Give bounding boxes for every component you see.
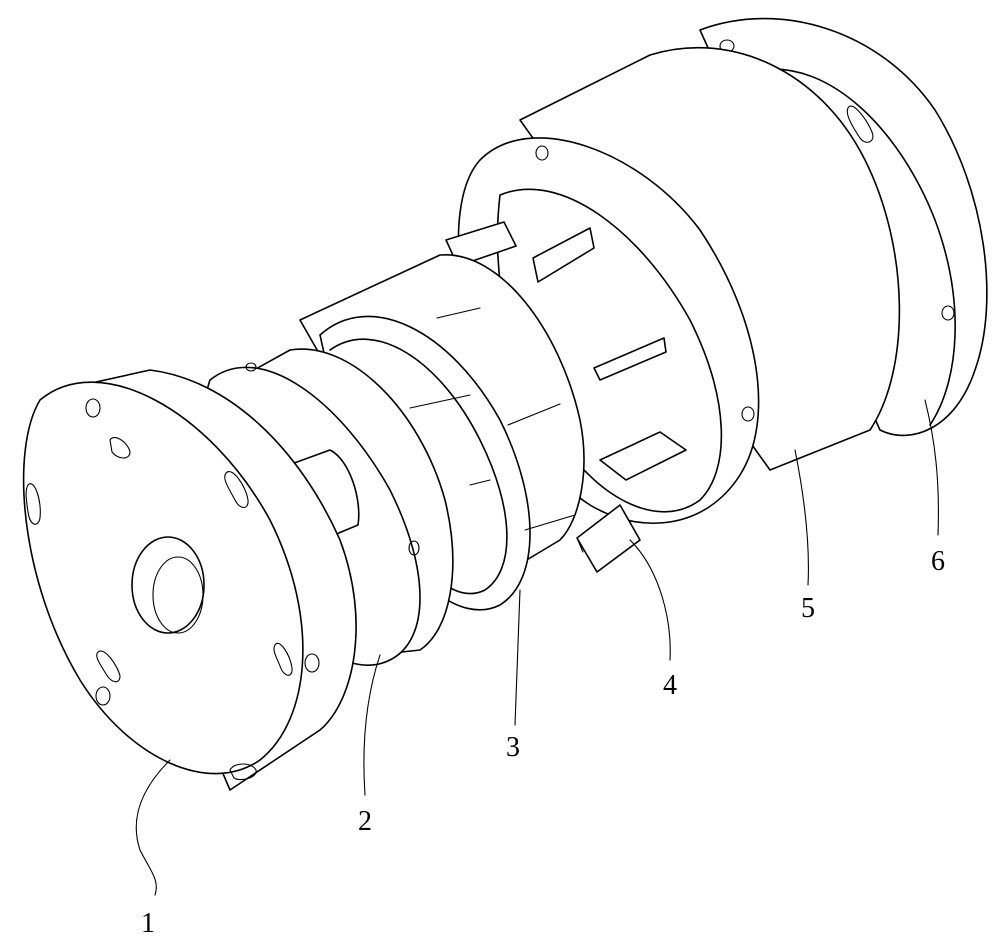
leader-line-5 (795, 450, 808, 585)
leader-line-4 (630, 540, 670, 660)
leader-line-2 (364, 655, 380, 795)
label-part-3: 3 (506, 732, 520, 763)
leader-line-1 (136, 760, 170, 895)
label-part-5: 5 (801, 593, 815, 624)
label-part-2: 2 (358, 806, 372, 837)
label-part-6: 6 (931, 546, 945, 577)
label-part-1: 1 (141, 908, 155, 939)
center-bore (132, 537, 204, 633)
label-part-4: 4 (663, 670, 677, 701)
leader-line-3 (515, 590, 520, 725)
